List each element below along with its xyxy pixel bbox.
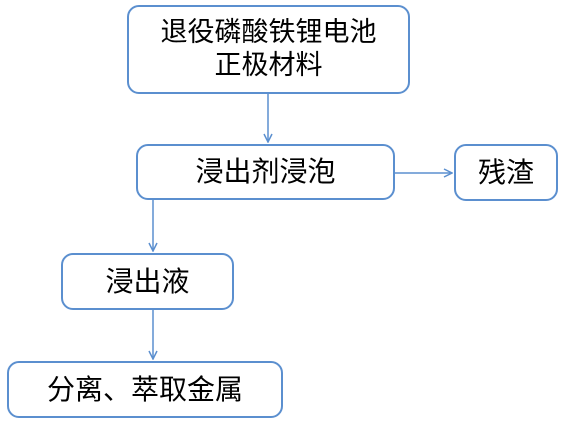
node-leaching: 浸出剂浸泡 bbox=[136, 144, 395, 200]
node-residue-label: 残渣 bbox=[477, 155, 534, 189]
node-separation: 分离、萃取金属 bbox=[7, 361, 283, 418]
node-residue: 残渣 bbox=[454, 144, 558, 201]
node-raw-material: 退役磷酸铁锂电池 正极材料 bbox=[127, 5, 410, 94]
node-raw-material-label: 退役磷酸铁锂电池 正极材料 bbox=[160, 17, 377, 81]
node-leach-liquor-label: 浸出液 bbox=[105, 264, 190, 298]
node-leaching-label: 浸出剂浸泡 bbox=[195, 155, 336, 189]
node-separation-label: 分离、萃取金属 bbox=[46, 372, 243, 406]
node-leach-liquor: 浸出液 bbox=[61, 253, 234, 310]
